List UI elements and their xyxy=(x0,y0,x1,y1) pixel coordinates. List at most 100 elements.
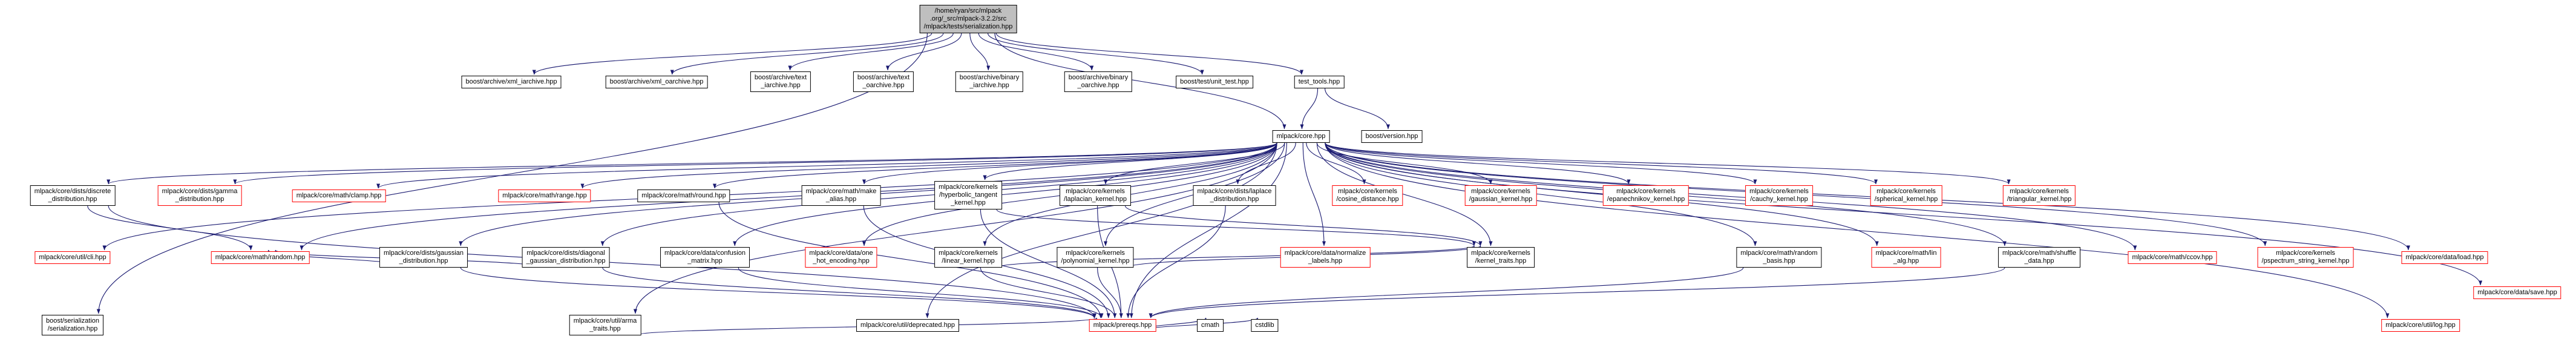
graph-node-epanechnikov[interactable]: mlpack/core/kernels/epanechnikov_kernel.… xyxy=(1602,185,1689,206)
graph-node-shuffle[interactable]: mlpack/core/math/shuffle_data.hpp xyxy=(1998,247,2081,268)
graph-node-label: mlpack/core/data/normalize xyxy=(1284,249,1366,257)
graph-node-deprecated[interactable]: mlpack/core/util/deprecated.hpp xyxy=(856,319,959,332)
graph-node-label: mlpack/core/dists/discrete xyxy=(34,188,111,195)
graph-node-random_basis[interactable]: mlpack/core/math/random_basis.hpp xyxy=(1736,247,1822,268)
graph-node-label: _distribution.hpp xyxy=(399,257,448,265)
graph-node-triangular[interactable]: mlpack/core/kernels/triangular_kernel.hp… xyxy=(2002,185,2076,206)
graph-node-label: boost/archive/xml_oarchive.hpp xyxy=(609,78,704,85)
graph-node-unit_test[interactable]: boost/test/unit_test.hpp xyxy=(1176,76,1253,88)
graph-node-range[interactable]: mlpack/core/math/range.hpp xyxy=(498,190,591,202)
graph-node-label: mlpack/core/util/log.hpp xyxy=(2385,321,2456,329)
graph-node-confusion[interactable]: mlpack/core/data/confusion_matrix.hpp xyxy=(660,247,750,268)
graph-node-load[interactable]: mlpack/core/data/load.hpp xyxy=(2401,251,2488,264)
graph-node-label: mlpack/core/util/deprecated.hpp xyxy=(860,321,955,329)
graph-node-label: /home/ryan/src/mlpack xyxy=(934,7,1002,15)
graph-node-label: mlpack/core/util/cli.hpp xyxy=(39,254,107,261)
graph-node-cmath[interactable]: cmath xyxy=(1197,319,1224,332)
graph-node-label: mlpack/core/kernels xyxy=(1876,188,1936,195)
graph-node-label: boost/serialization xyxy=(45,317,100,325)
graph-edge-laplace_dist-prereqs xyxy=(1126,205,1226,318)
graph-node-xml_oarchive[interactable]: boost/archive/xml_oarchive.hpp xyxy=(605,76,708,88)
graph-node-kernel_traits[interactable]: mlpack/core/kernels/kernel_traits.hpp xyxy=(1467,247,1535,268)
graph-node-gaussian_dist[interactable]: mlpack/core/dists/gaussian_distribution.… xyxy=(379,247,468,268)
graph-node-laplacian[interactable]: mlpack/core/kernels/laplacian_kernel.hpp xyxy=(1060,185,1131,206)
graph-node-cstdlib[interactable]: cstdlib xyxy=(1251,319,1279,332)
graph-node-label: _data.hpp xyxy=(2024,257,2054,265)
graph-node-label: boost/archive/binary xyxy=(959,74,1020,81)
graph-node-cauchy[interactable]: mlpack/core/kernels/cauchy_kernel.hpp xyxy=(1745,185,1813,206)
graph-node-random[interactable]: mlpack/core/math/random.hpp xyxy=(211,251,310,264)
graph-edge-core-discrete_dist xyxy=(107,142,1277,185)
graph-edge-random_basis-prereqs xyxy=(1149,267,1744,318)
graph-node-label: mlpack/core/math/lin xyxy=(1875,249,1937,257)
graph-node-label: mlpack/core/math/make xyxy=(805,188,877,195)
graph-edge-core-gaussian_k xyxy=(1316,142,1493,185)
graph-edge-root-binary_oarchive xyxy=(978,33,1094,71)
graph-node-normalize[interactable]: mlpack/core/data/normalize_labels.hpp xyxy=(1280,247,1371,268)
graph-node-one_hot[interactable]: mlpack/core/data/one_hot_encoding.hpp xyxy=(805,247,877,268)
graph-node-label: boost/test/unit_test.hpp xyxy=(1180,78,1249,85)
graph-edge-core-laplace_dist xyxy=(1236,142,1296,185)
graph-edge-root-unit_test xyxy=(988,33,1204,75)
graph-edge-core-triangular xyxy=(1325,142,2011,185)
graph-node-test_tools[interactable]: test_tools.hpp xyxy=(1294,76,1345,88)
graph-node-hyperbolic[interactable]: mlpack/core/kernels/hyperbolic_tangent_k… xyxy=(934,181,1002,209)
graph-node-clamp[interactable]: mlpack/core/math/clamp.hpp xyxy=(292,190,386,202)
graph-node-label: mlpack/core/math/ccov.hpp xyxy=(2132,254,2213,261)
graph-node-xml_iarchive[interactable]: boost/archive/xml_iarchive.hpp xyxy=(461,76,562,88)
graph-node-label: mlpack/core/dists/diagonal xyxy=(526,249,605,257)
graph-node-label: mlpack/core/dists/gaussian xyxy=(383,249,464,257)
graph-node-ccov[interactable]: mlpack/core/math/ccov.hpp xyxy=(2128,251,2217,264)
graph-node-binary_iarchive[interactable]: boost/archive/binary_iarchive.hpp xyxy=(955,71,1024,92)
graph-node-label: _iarchive.hpp xyxy=(761,82,801,89)
graph-node-cli[interactable]: mlpack/core/util/cli.hpp xyxy=(34,251,111,264)
graph-node-laplace_dist[interactable]: mlpack/core/dists/laplace_distribution.h… xyxy=(1193,185,1276,206)
graph-node-cosine[interactable]: mlpack/core/kernels/cosine_distance.hpp xyxy=(1332,185,1403,206)
graph-edge-test_tools-version xyxy=(1325,88,1390,130)
graph-node-spherical[interactable]: mlpack/core/kernels/spherical_kernel.hpp xyxy=(1870,185,1942,206)
graph-node-version[interactable]: boost/version.hpp xyxy=(1361,130,1423,143)
graph-node-label: _matrix.hpp xyxy=(687,257,723,265)
graph-node-label: mlpack/core/math/round.hpp xyxy=(641,192,726,199)
graph-node-gamma_dist[interactable]: mlpack/core/dists/gamma_distribution.hpp xyxy=(157,185,242,206)
graph-node-make_alias[interactable]: mlpack/core/math/make_alias.hpp xyxy=(801,185,881,206)
graph-node-label: /hyperbolic_tangent xyxy=(939,191,998,199)
graph-edge-linear_k-prereqs xyxy=(980,267,1117,318)
graph-edge-core-prereqs xyxy=(1129,142,1287,318)
graph-node-label: _traits.hpp xyxy=(589,325,621,332)
graph-node-text_iarchive[interactable]: boost/archive/text_iarchive.hpp xyxy=(750,71,811,92)
graph-node-log[interactable]: mlpack/core/util/log.hpp xyxy=(2381,319,2460,332)
graph-node-core[interactable]: mlpack/core.hpp xyxy=(1272,130,1330,143)
graph-edge-gaussian_dist-prereqs xyxy=(460,267,1096,318)
graph-node-label: mlpack/core/math/random.hpp xyxy=(215,254,306,261)
graph-edge-confusion-prereqs xyxy=(738,267,1104,318)
graph-node-arma_traits[interactable]: mlpack/core/util/arma_traits.hpp xyxy=(569,315,641,335)
graph-node-label: mlpack/core/kernels xyxy=(2276,249,2335,257)
graph-node-text_oarchive[interactable]: boost/archive/text_oarchive.hpp xyxy=(853,71,914,92)
graph-edge-root-xml_iarchive xyxy=(532,33,932,75)
graph-node-label: /serialization.hpp xyxy=(47,325,98,332)
graph-node-label: _oarchive.hpp xyxy=(1077,82,1119,89)
graph-node-gaussian_k[interactable]: mlpack/core/kernels/gaussian_kernel.hpp xyxy=(1464,185,1537,206)
graph-node-boost_serial[interactable]: boost/serialization/serialization.hpp xyxy=(41,315,104,335)
graph-node-label: boost/version.hpp xyxy=(1365,133,1418,140)
graph-node-label: /triangular_kernel.hpp xyxy=(2007,196,2072,203)
graph-edge-root-test_tools xyxy=(995,33,1303,75)
graph-node-label: /kernel_traits.hpp xyxy=(1475,257,1527,265)
graph-node-binary_oarchive[interactable]: boost/archive/binary_oarchive.hpp xyxy=(1064,71,1133,92)
graph-node-prereqs[interactable]: mlpack/prereqs.hpp xyxy=(1089,319,1156,332)
graph-node-discrete_dist[interactable]: mlpack/core/dists/discrete_distribution.… xyxy=(30,185,116,206)
graph-node-lin_alg[interactable]: mlpack/core/math/lin_alg.hpp xyxy=(1871,247,1941,268)
graph-node-save[interactable]: mlpack/core/data/save.hpp xyxy=(2473,286,2561,299)
graph-node-label: mlpack/core/math/range.hpp xyxy=(502,192,587,199)
graph-node-label: _hot_encoding.hpp xyxy=(813,257,870,265)
graph-node-linear_k[interactable]: mlpack/core/kernels/linear_kernel.hpp xyxy=(934,247,1002,268)
graph-node-round[interactable]: mlpack/core/math/round.hpp xyxy=(637,190,730,202)
graph-node-label: mlpack/core/data/load.hpp xyxy=(2405,254,2484,261)
graph-node-pspectrum[interactable]: mlpack/core/kernels/pspectrum_string_ker… xyxy=(2257,247,2354,268)
graph-node-polynomial_k[interactable]: mlpack/core/kernels/polynomial_kernel.hp… xyxy=(1057,247,1134,268)
graph-node-label: /laplacian_kernel.hpp xyxy=(1064,196,1127,203)
graph-node-diagonal_gauss[interactable]: mlpack/core/dists/diagonal_gaussian_dist… xyxy=(522,247,610,268)
graph-edge-core-spherical xyxy=(1325,142,1878,185)
